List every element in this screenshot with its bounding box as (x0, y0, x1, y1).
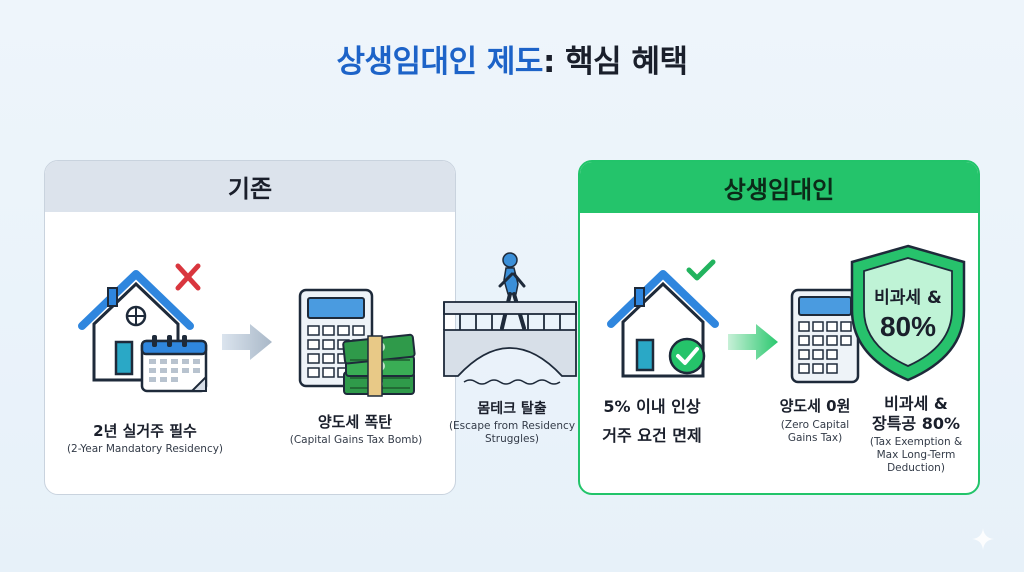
benefit-exemption-sub-line1: (Tax Exemption & (869, 436, 963, 448)
walking-person-icon (498, 252, 526, 330)
item-tax-bomb-label: 양도세 폭탄 (317, 413, 393, 431)
calculator-icon (790, 288, 860, 384)
benefit-exemption-sub-line3: Deduction) (887, 462, 945, 474)
benefit-zero-tax-label: 양도세 0원 (779, 397, 851, 415)
benefit-zero-tax-sub-line1: (Zero Capital (780, 419, 850, 431)
bridge-sub-line1: (Escape from Residency (448, 420, 576, 432)
panel-after-heading: 상생임대인 (580, 162, 978, 213)
house-check-icon (607, 259, 719, 378)
bridge-icon (443, 252, 577, 385)
shield-icon (850, 244, 966, 382)
title-accent: 상생임대인 제도 (336, 44, 544, 80)
calendar-icon (140, 335, 208, 393)
benefit-exemption-line2: 장특공 80% (871, 414, 961, 433)
benefit-exemption-line1: 비과세 & (884, 394, 948, 413)
shield-text-line2: 80% (879, 311, 937, 342)
bridge-sub-line2: Struggles) (484, 433, 540, 445)
shield-text-line1: 비과세 & (874, 288, 942, 308)
benefit-rent-cap-line2: 거주 요건 면제 (602, 426, 702, 445)
benefit-zero-tax-sub-line2: Gains Tax) (787, 432, 843, 444)
arrow-right-icon (728, 324, 778, 360)
item-mandatory-residency-sub: (2-Year Mandatory Residency) (66, 443, 224, 455)
item-mandatory-residency-label: 2년 실거주 필수 (93, 422, 197, 440)
bridge-label: 몸테크 탈출 (477, 401, 547, 417)
sparkle-icon (972, 528, 994, 550)
title-rest: : 핵심 혜택 (542, 44, 688, 80)
page-title: 상생임대인 제도: 핵심 혜택 (0, 36, 1024, 81)
benefit-rent-cap-line1: 5% 이내 인상 (603, 397, 701, 416)
item-tax-bomb-sub: (Capital Gains Tax Bomb) (289, 434, 423, 446)
arrow-right-icon (222, 324, 272, 360)
cash-stack-icon (342, 333, 416, 397)
benefit-exemption-sub-line2: Max Long-Term (876, 449, 956, 461)
panel-before-heading: 기존 (45, 161, 455, 212)
